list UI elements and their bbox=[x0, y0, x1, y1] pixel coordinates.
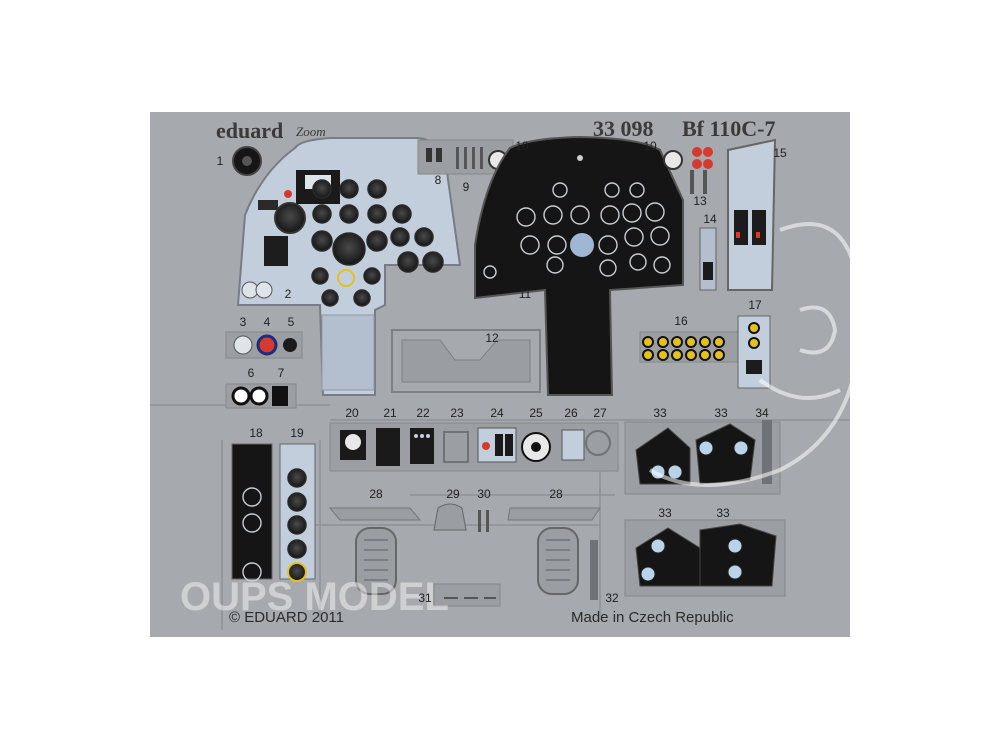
label-part-33-d: 33 bbox=[716, 506, 730, 520]
zoom-logo: Zoom bbox=[296, 124, 326, 139]
label-part-27: 27 bbox=[593, 406, 607, 420]
label-part-1: 1 bbox=[216, 154, 224, 168]
watermark-text: OUPS MODEL bbox=[180, 575, 449, 619]
part-17-panel bbox=[737, 315, 771, 389]
parts-10-13-right bbox=[663, 147, 713, 194]
watermark-graphic bbox=[648, 222, 863, 487]
label-part-33-b: 33 bbox=[714, 406, 728, 420]
part-14-panel bbox=[699, 227, 717, 291]
label-part-9: 9 bbox=[462, 180, 470, 194]
label-part-15: 15 bbox=[773, 146, 787, 160]
label-part-29: 29 bbox=[446, 487, 460, 501]
label-part-5: 5 bbox=[287, 315, 295, 329]
label-part-25: 25 bbox=[529, 406, 543, 420]
part-16-knobs bbox=[639, 331, 739, 363]
label-part-23: 23 bbox=[450, 406, 464, 420]
label-part-21: 21 bbox=[383, 406, 397, 420]
parts-31-32 bbox=[433, 540, 598, 607]
label-part-14: 14 bbox=[703, 212, 717, 226]
label-part-18: 18 bbox=[249, 426, 263, 440]
label-part-19: 19 bbox=[290, 426, 304, 440]
parts-3-5-dials bbox=[225, 331, 303, 359]
label-part-24: 24 bbox=[490, 406, 504, 420]
copyright-text: © EDUARD 2011 bbox=[229, 609, 344, 626]
label-part-13: 13 bbox=[693, 194, 707, 208]
label-part-26: 26 bbox=[564, 406, 578, 420]
label-part-10-right: 10 bbox=[643, 139, 657, 153]
label-part-12: 12 bbox=[485, 331, 499, 345]
label-part-3: 3 bbox=[239, 315, 247, 329]
label-part-33-a: 33 bbox=[653, 406, 667, 420]
label-part-28-left: 28 bbox=[369, 487, 383, 501]
parts-8-10-switches bbox=[417, 139, 514, 175]
part-28-rudder-pedals bbox=[328, 507, 601, 595]
part-15-side-panel bbox=[727, 138, 777, 291]
label-part-22: 22 bbox=[416, 406, 430, 420]
label-part-7: 7 bbox=[277, 366, 285, 380]
parts-20-27-strip bbox=[329, 422, 619, 472]
origin-text: Made in Czech Republic bbox=[571, 609, 734, 626]
label-part-31: 31 bbox=[418, 591, 432, 605]
label-part-34: 34 bbox=[755, 406, 769, 420]
part-34-strip bbox=[762, 420, 772, 484]
label-part-17: 17 bbox=[748, 298, 762, 312]
label-part-2: 2 bbox=[284, 287, 292, 301]
label-part-10: 10 bbox=[515, 139, 529, 153]
label-part-28-right: 28 bbox=[549, 487, 563, 501]
label-part-11: 11 bbox=[518, 287, 532, 301]
brand-logo: eduard bbox=[216, 118, 284, 143]
label-part-6: 6 bbox=[247, 366, 255, 380]
label-part-8: 8 bbox=[434, 173, 442, 187]
part-1-dial bbox=[232, 146, 262, 176]
label-part-4: 4 bbox=[263, 315, 271, 329]
part-18-black-panel bbox=[231, 443, 273, 582]
label-part-32: 32 bbox=[605, 591, 619, 605]
aircraft-name: Bf 110C-7 bbox=[682, 116, 776, 141]
parts-29-30 bbox=[433, 503, 489, 532]
part-12-frame bbox=[391, 329, 541, 393]
label-part-33-c: 33 bbox=[658, 506, 672, 520]
parts-6-7 bbox=[225, 383, 297, 409]
part-11-black-panel bbox=[474, 135, 684, 396]
set-number: 33 098 bbox=[593, 116, 654, 141]
parts-33-gauge-panels bbox=[624, 421, 786, 597]
label-part-30: 30 bbox=[477, 487, 491, 501]
label-part-16: 16 bbox=[674, 314, 688, 328]
label-part-20: 20 bbox=[345, 406, 359, 420]
part-19-light-panel bbox=[279, 443, 316, 582]
